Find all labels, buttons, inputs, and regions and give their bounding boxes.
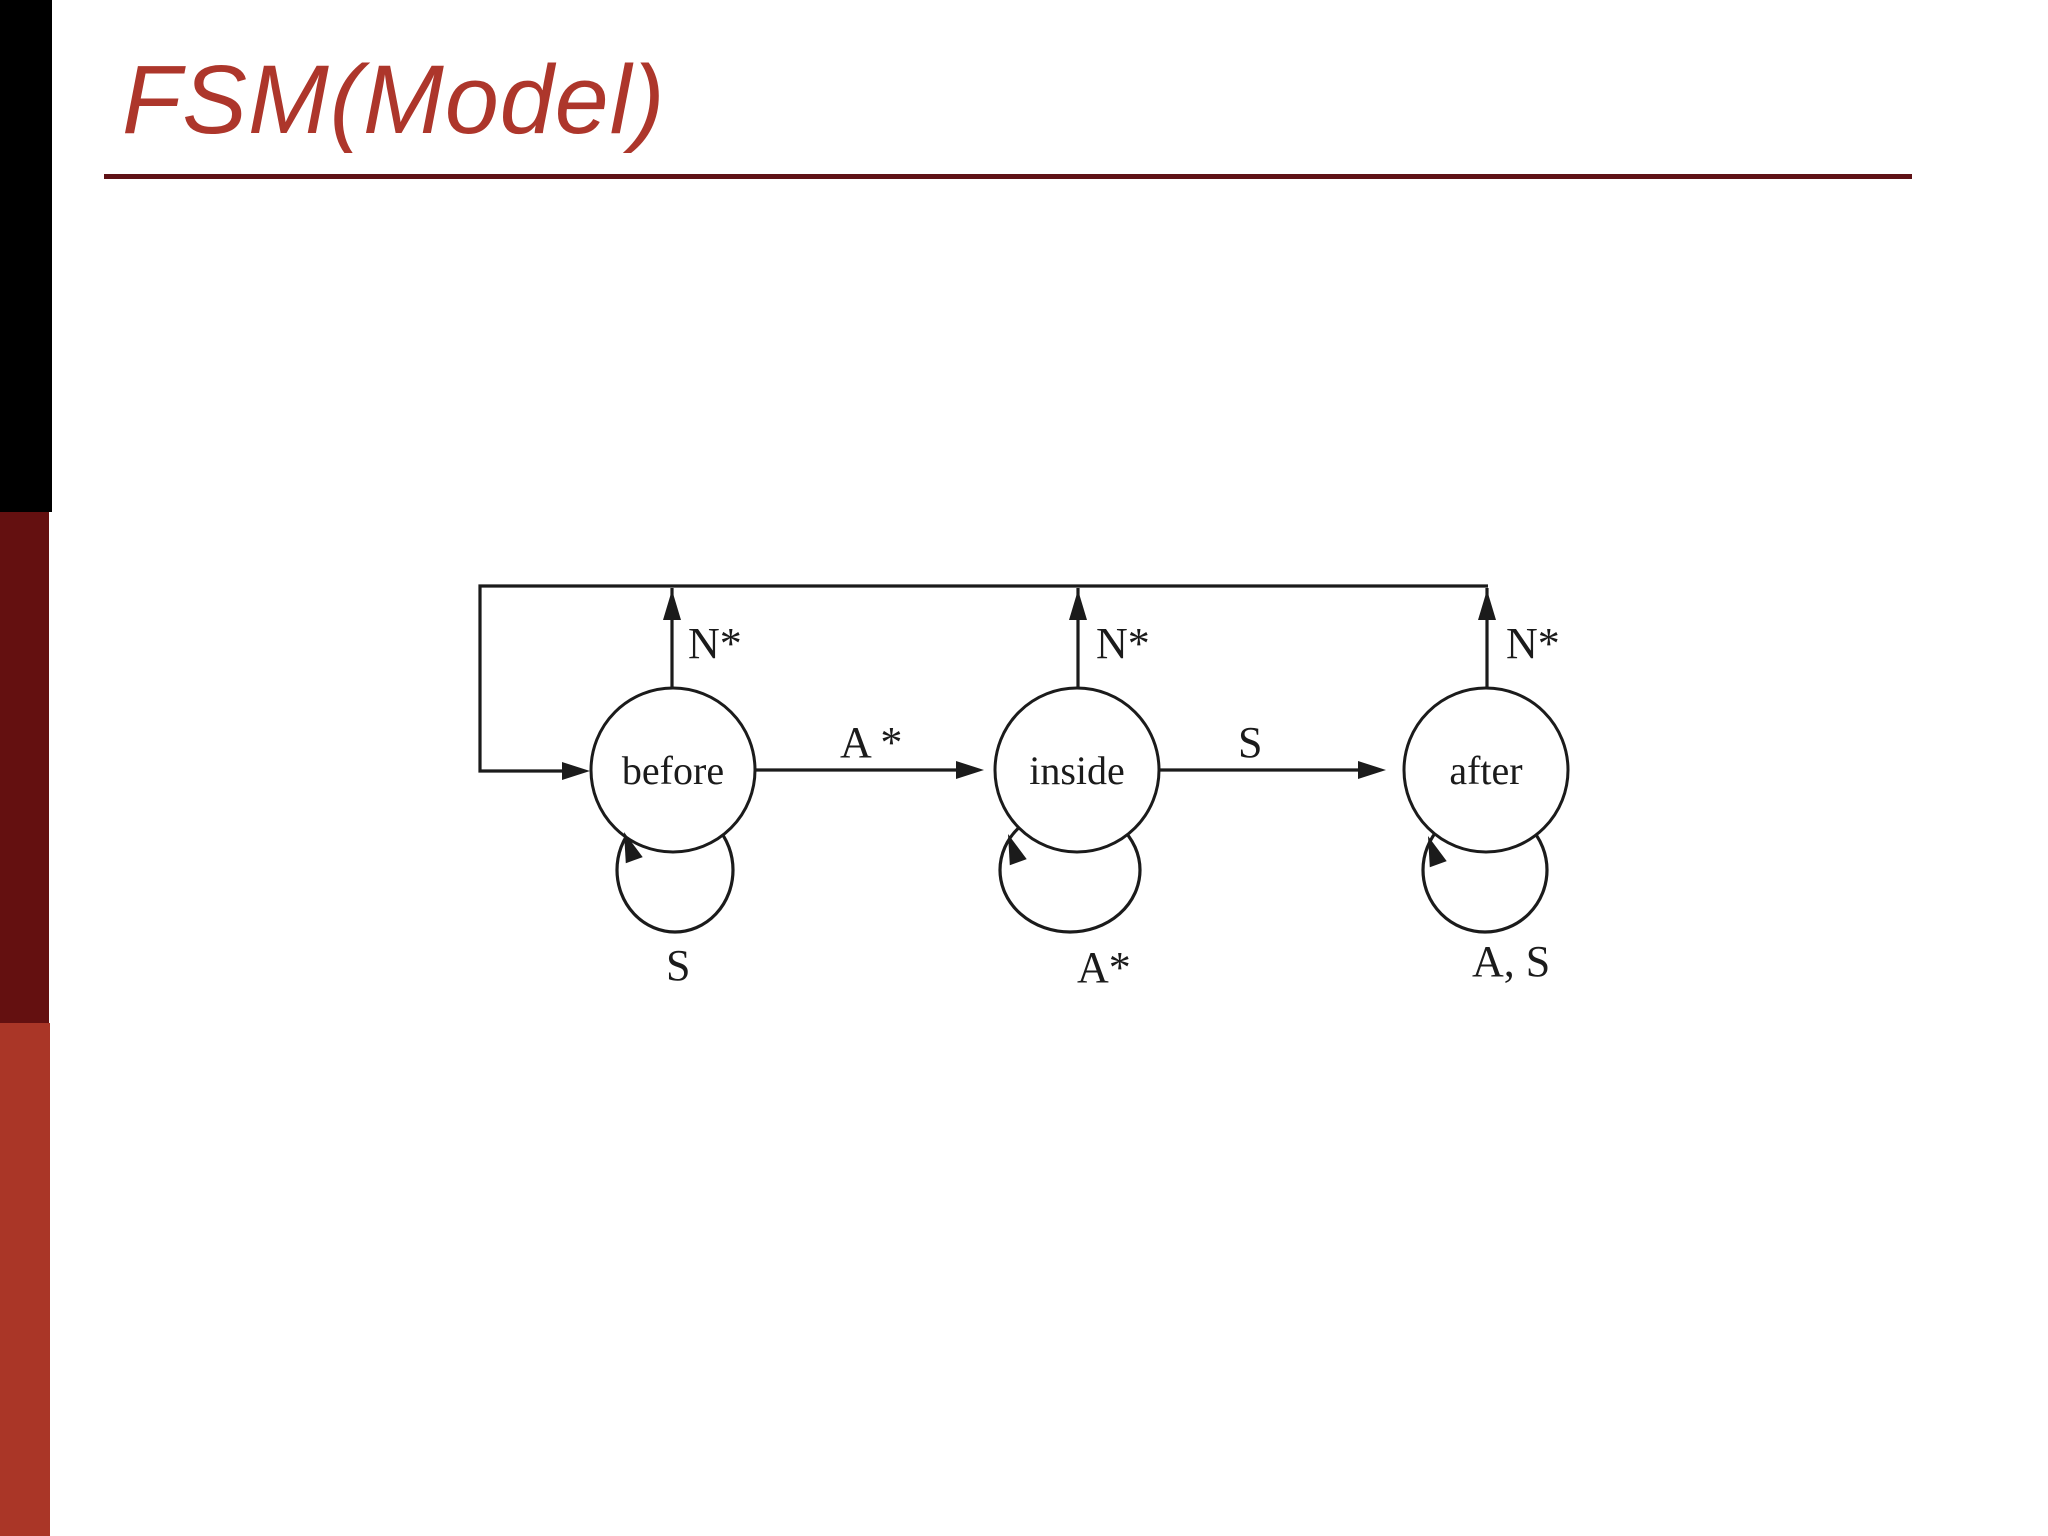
title-underline — [104, 174, 1912, 179]
state-label-before: before — [622, 748, 724, 793]
arrowhead-before-up — [663, 590, 681, 620]
label-n-star-after: N* — [1506, 619, 1560, 668]
transition-arrows — [755, 761, 1386, 779]
arrowhead-loop-before — [624, 832, 643, 864]
label-loop-before: S — [666, 941, 690, 990]
feedback-rail — [478, 584, 1488, 780]
label-n-star-inside: N* — [1096, 619, 1150, 668]
arrowhead-inside-to-after — [1358, 761, 1386, 779]
label-arc-inside-after: S — [1238, 718, 1262, 767]
state-label-inside: inside — [1029, 748, 1125, 793]
label-loop-inside: A* — [1077, 943, 1131, 992]
sidebar-accent-middle — [0, 512, 49, 1023]
entry-arrowhead — [562, 762, 590, 780]
arrowhead-before-to-inside — [956, 761, 984, 779]
arrowhead-loop-inside — [1008, 834, 1027, 866]
exit-arrows — [663, 588, 1496, 688]
feedback-rail-path — [478, 584, 1488, 773]
arrowhead-after-up — [1478, 590, 1496, 620]
arrowhead-loop-after — [1428, 836, 1447, 868]
sidebar-accent-bottom — [0, 1023, 50, 1536]
arrowhead-inside-up — [1069, 590, 1087, 620]
label-n-star-before: N* — [688, 619, 742, 668]
state-nodes — [589, 686, 1570, 854]
slide-title: FSM(Model) — [122, 45, 666, 154]
label-loop-after: A, S — [1472, 937, 1550, 986]
sidebar-accent-top — [0, 0, 52, 512]
self-loop-arrowheads — [624, 832, 1447, 868]
state-label-after: after — [1449, 748, 1522, 793]
label-arc-before-inside: A * — [840, 718, 902, 767]
